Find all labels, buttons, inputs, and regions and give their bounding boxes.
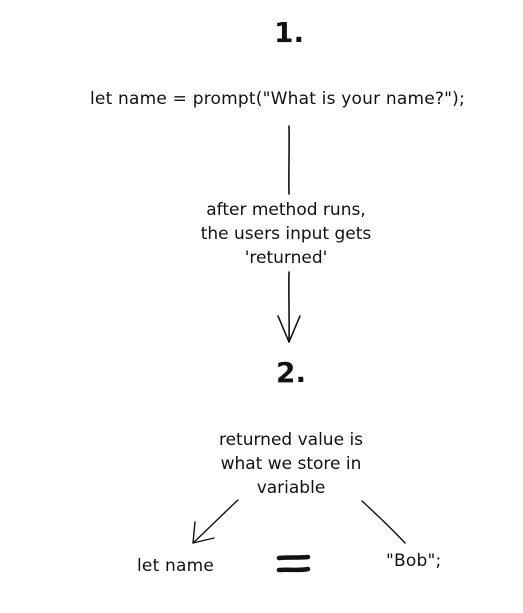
value-arrow-left bbox=[192, 499, 239, 544]
arrow-caption-line: the users input gets bbox=[200, 224, 372, 244]
value-line-right bbox=[361, 500, 406, 544]
equals-sign-bottom bbox=[276, 566, 311, 573]
arrow-caption-line: after method runs, bbox=[206, 200, 366, 220]
equals-sign-top bbox=[276, 554, 311, 561]
returned-value-caption-line: returned value is bbox=[218, 430, 364, 450]
variable-name-label: let name bbox=[137, 556, 215, 576]
arrow-caption-line: 'returned' bbox=[244, 248, 328, 268]
step-1-number: 1. bbox=[274, 16, 305, 49]
arrow-caption: after method runs, the users input gets … bbox=[166, 198, 406, 270]
value-arrow-left-head bbox=[192, 521, 215, 544]
step-2-number: 2. bbox=[276, 356, 307, 389]
prompt-code-line: let name = prompt("What is your name?"); bbox=[90, 89, 465, 109]
flow-arrowhead bbox=[277, 315, 301, 343]
returned-value-caption: returned value is what we store in varia… bbox=[171, 428, 411, 500]
stored-value-label: "Bob"; bbox=[386, 551, 442, 571]
returned-value-caption-line: variable bbox=[256, 478, 326, 498]
returned-value-caption-line: what we store in bbox=[220, 454, 362, 474]
